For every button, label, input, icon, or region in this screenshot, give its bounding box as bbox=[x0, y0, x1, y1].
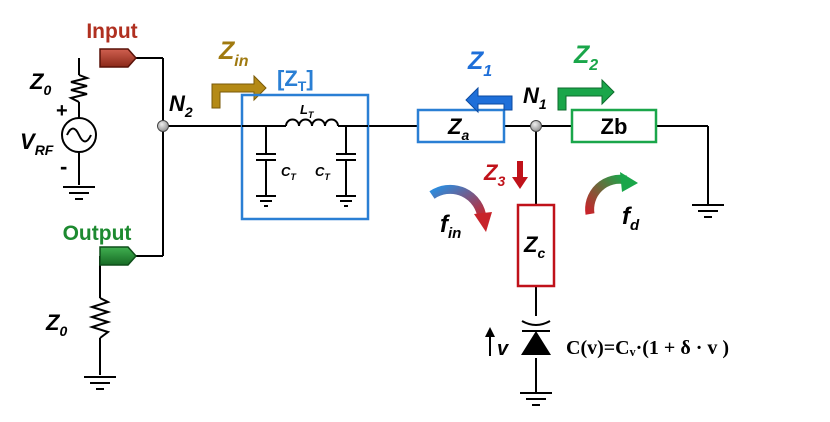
varactor-ground-icon bbox=[520, 392, 552, 406]
fd-label: fd bbox=[622, 203, 640, 234]
inductor-label: LT bbox=[300, 102, 315, 120]
zc-label: Zc bbox=[523, 232, 545, 261]
zc-impedance-box bbox=[516, 203, 556, 288]
fin-rotation-arrow-icon bbox=[429, 184, 492, 232]
source-impedance-resistor bbox=[68, 74, 91, 103]
load-impedance-resistor bbox=[88, 297, 112, 339]
zb-impedance-box bbox=[570, 108, 658, 144]
fin-label: fin bbox=[440, 211, 461, 242]
zb-label: Zb bbox=[601, 114, 628, 139]
zt-network-box bbox=[240, 93, 370, 221]
source-impedance-label: Z0 bbox=[29, 69, 51, 98]
output-port-label: Output bbox=[63, 222, 132, 245]
source-ground-icon bbox=[63, 186, 95, 200]
zb-ground-icon bbox=[692, 204, 724, 218]
minus-sign: - bbox=[60, 154, 67, 179]
input-port bbox=[99, 48, 138, 68]
capacitor-left-label: CT bbox=[281, 164, 297, 182]
z1-label: Z1 bbox=[467, 47, 492, 80]
z3-arrow-icon bbox=[512, 161, 528, 189]
wires bbox=[78, 57, 709, 393]
load-impedance-label: Z0 bbox=[45, 310, 67, 339]
load-ground-icon bbox=[84, 376, 116, 390]
node-n2-label: N2 bbox=[169, 91, 193, 120]
z2-arrow-icon bbox=[557, 78, 615, 111]
node-n1-label: N1 bbox=[523, 83, 547, 112]
zt-network-label: [ZT] bbox=[277, 66, 314, 94]
capacitor-right-label: CT bbox=[315, 164, 331, 182]
zin-arrow-icon bbox=[211, 74, 267, 109]
capacitance-equation: C(v)=Cᵥ·(1 + δ · v ) bbox=[566, 337, 729, 359]
zin-label: Zin bbox=[218, 37, 249, 70]
voltage-arrow-icon bbox=[485, 327, 495, 356]
varactor-diode bbox=[521, 320, 551, 355]
rf-source bbox=[61, 117, 97, 153]
source-voltage-label: VRF bbox=[20, 129, 54, 158]
node-n2 bbox=[157, 120, 169, 132]
za-impedance-box bbox=[416, 108, 506, 144]
fd-rotation-arrow-icon bbox=[585, 172, 638, 215]
zt-network-internals bbox=[242, 118, 368, 207]
varactor-voltage-label: v bbox=[497, 338, 510, 360]
za-label: Za bbox=[447, 114, 469, 143]
node-n1 bbox=[530, 120, 542, 132]
input-port-label: Input bbox=[86, 20, 137, 43]
z3-label: Z3 bbox=[483, 160, 505, 189]
plus-sign: + bbox=[56, 100, 68, 122]
output-port bbox=[99, 246, 138, 266]
z1-arrow-icon bbox=[465, 86, 513, 114]
z2-label: Z2 bbox=[573, 41, 598, 74]
